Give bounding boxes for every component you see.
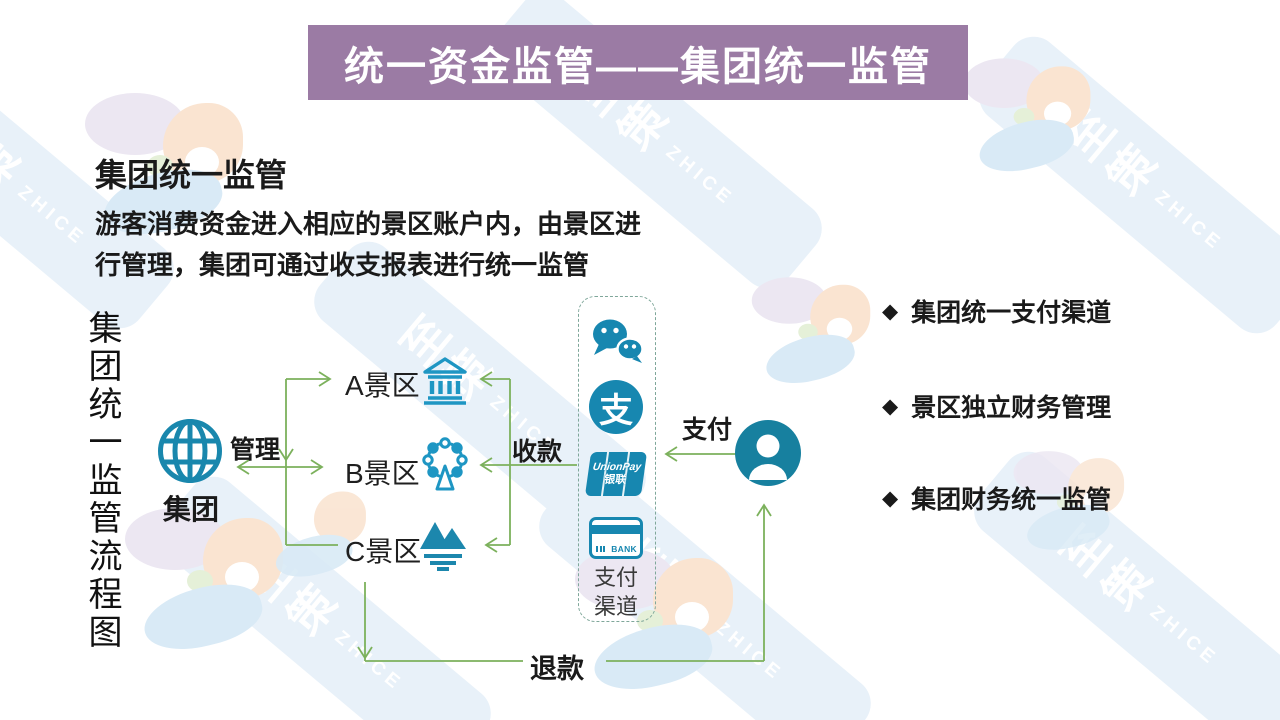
refund-label: 退款 xyxy=(530,654,584,684)
diamond-bullet-icon: ◆ xyxy=(882,394,899,418)
key-point-label: 集团统一支付渠道 xyxy=(911,299,1112,327)
key-point-3: ◆ 集团财务统一监管 xyxy=(882,480,1111,516)
scenic-area-b-label: B景区 xyxy=(345,458,420,489)
logo-blob xyxy=(263,480,387,591)
body-line-2: 行管理，集团可通过收支报表进行统一监管 xyxy=(95,250,590,280)
logo-blob xyxy=(125,500,315,670)
globe-icon xyxy=(158,419,222,483)
watermark-en: ZHICE xyxy=(661,141,739,211)
diamond-bullet-icon: ◆ xyxy=(882,299,899,323)
section-body: 游客消费资金进入相应的景区账户内，由景区进 行管理，集团可通过收支报表进行统一监… xyxy=(95,204,641,286)
payment-channel-box xyxy=(578,296,656,622)
logo-blob xyxy=(1013,446,1147,565)
body-line-1: 游客消费资金进入相应的景区账户内，由景区进 xyxy=(95,209,642,239)
manage-label: 管理 xyxy=(230,436,281,464)
payment-channel-label-line1: 支付 xyxy=(593,565,638,590)
visitor-person-icon xyxy=(735,420,801,486)
logo-blob xyxy=(964,52,1116,188)
unionpay-icon: UnionPay 银联 xyxy=(584,452,648,496)
logo-blob xyxy=(575,540,765,710)
bank-building-icon xyxy=(423,357,467,405)
group-label: 集团 xyxy=(163,494,220,525)
key-point-2: ◆ 景区独立财务管理 xyxy=(882,388,1111,424)
payment-channel-label-line2: 渠道 xyxy=(593,594,638,619)
scenic-area-a-label: A景区 xyxy=(345,370,420,401)
key-point-label: 集团财务统一监管 xyxy=(911,486,1112,514)
alipay-icon: 支 xyxy=(589,380,643,434)
logo-blob xyxy=(751,271,895,399)
collect-label: 收款 xyxy=(512,438,563,466)
key-point-label: 景区独立财务管理 xyxy=(911,394,1112,422)
bank-card-icon: BANK xyxy=(589,517,643,559)
key-point-1: ◆ 集团统一支付渠道 xyxy=(882,293,1111,329)
ferris-wheel-icon xyxy=(422,437,468,491)
title-banner: 统一资金监管——集团统一监管 xyxy=(308,25,968,100)
logo-blob xyxy=(85,85,275,255)
scenic-area-c-label: C景区 xyxy=(345,536,422,567)
wechat-icon xyxy=(593,319,644,363)
pay-label: 支付 xyxy=(682,416,733,444)
flowchart-vertical-title: 集团统一监管流程图 xyxy=(82,310,122,652)
diamond-bullet-icon: ◆ xyxy=(882,486,899,510)
mountain-water-icon xyxy=(420,522,466,571)
page-title: 统一资金监管——集团统一监管 xyxy=(344,44,932,89)
section-heading: 集团统一监管 xyxy=(95,157,288,193)
